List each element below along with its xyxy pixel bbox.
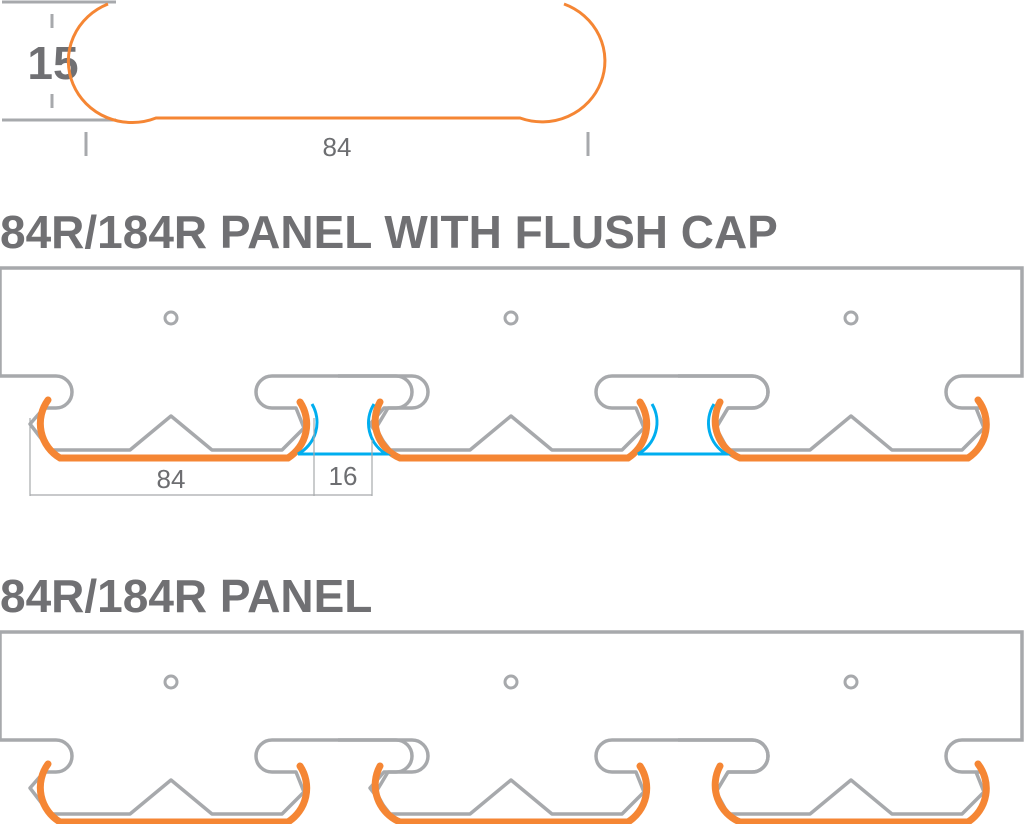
panels-plain [36, 760, 990, 824]
panel-1 [36, 396, 311, 462]
panel-2 [371, 398, 651, 462]
fastener-hole [163, 674, 179, 690]
flush-caps [297, 403, 732, 456]
fastener-hole [843, 674, 859, 690]
panel-profile [66, 2, 607, 125]
dimension-lines [29, 418, 373, 496]
section-title-flush-cap: 84R/184R PANEL WITH FLUSH CAP [0, 206, 778, 258]
carrier-panel [0, 630, 1024, 816]
panel-1 [36, 760, 311, 824]
panel-width-dimension: 84 [157, 464, 186, 494]
gap-dimension: 16 [329, 461, 358, 491]
panel-2 [371, 762, 651, 824]
profile-width-label: 84 [323, 132, 352, 162]
profile-detail: 15 84 [2, 0, 607, 162]
fastener-hole [163, 310, 179, 326]
panel-3 [711, 396, 990, 462]
section-title-panel: 84R/184R PANEL [0, 570, 372, 622]
carrier-flush-cap [0, 266, 1024, 452]
fastener-hole [503, 674, 519, 690]
fastener-hole [503, 310, 519, 326]
panel-3 [711, 760, 990, 824]
panels-flush-cap [36, 396, 990, 462]
fastener-hole [843, 310, 859, 326]
flush-cap-1 [297, 403, 392, 456]
flush-cap-2 [637, 403, 732, 456]
